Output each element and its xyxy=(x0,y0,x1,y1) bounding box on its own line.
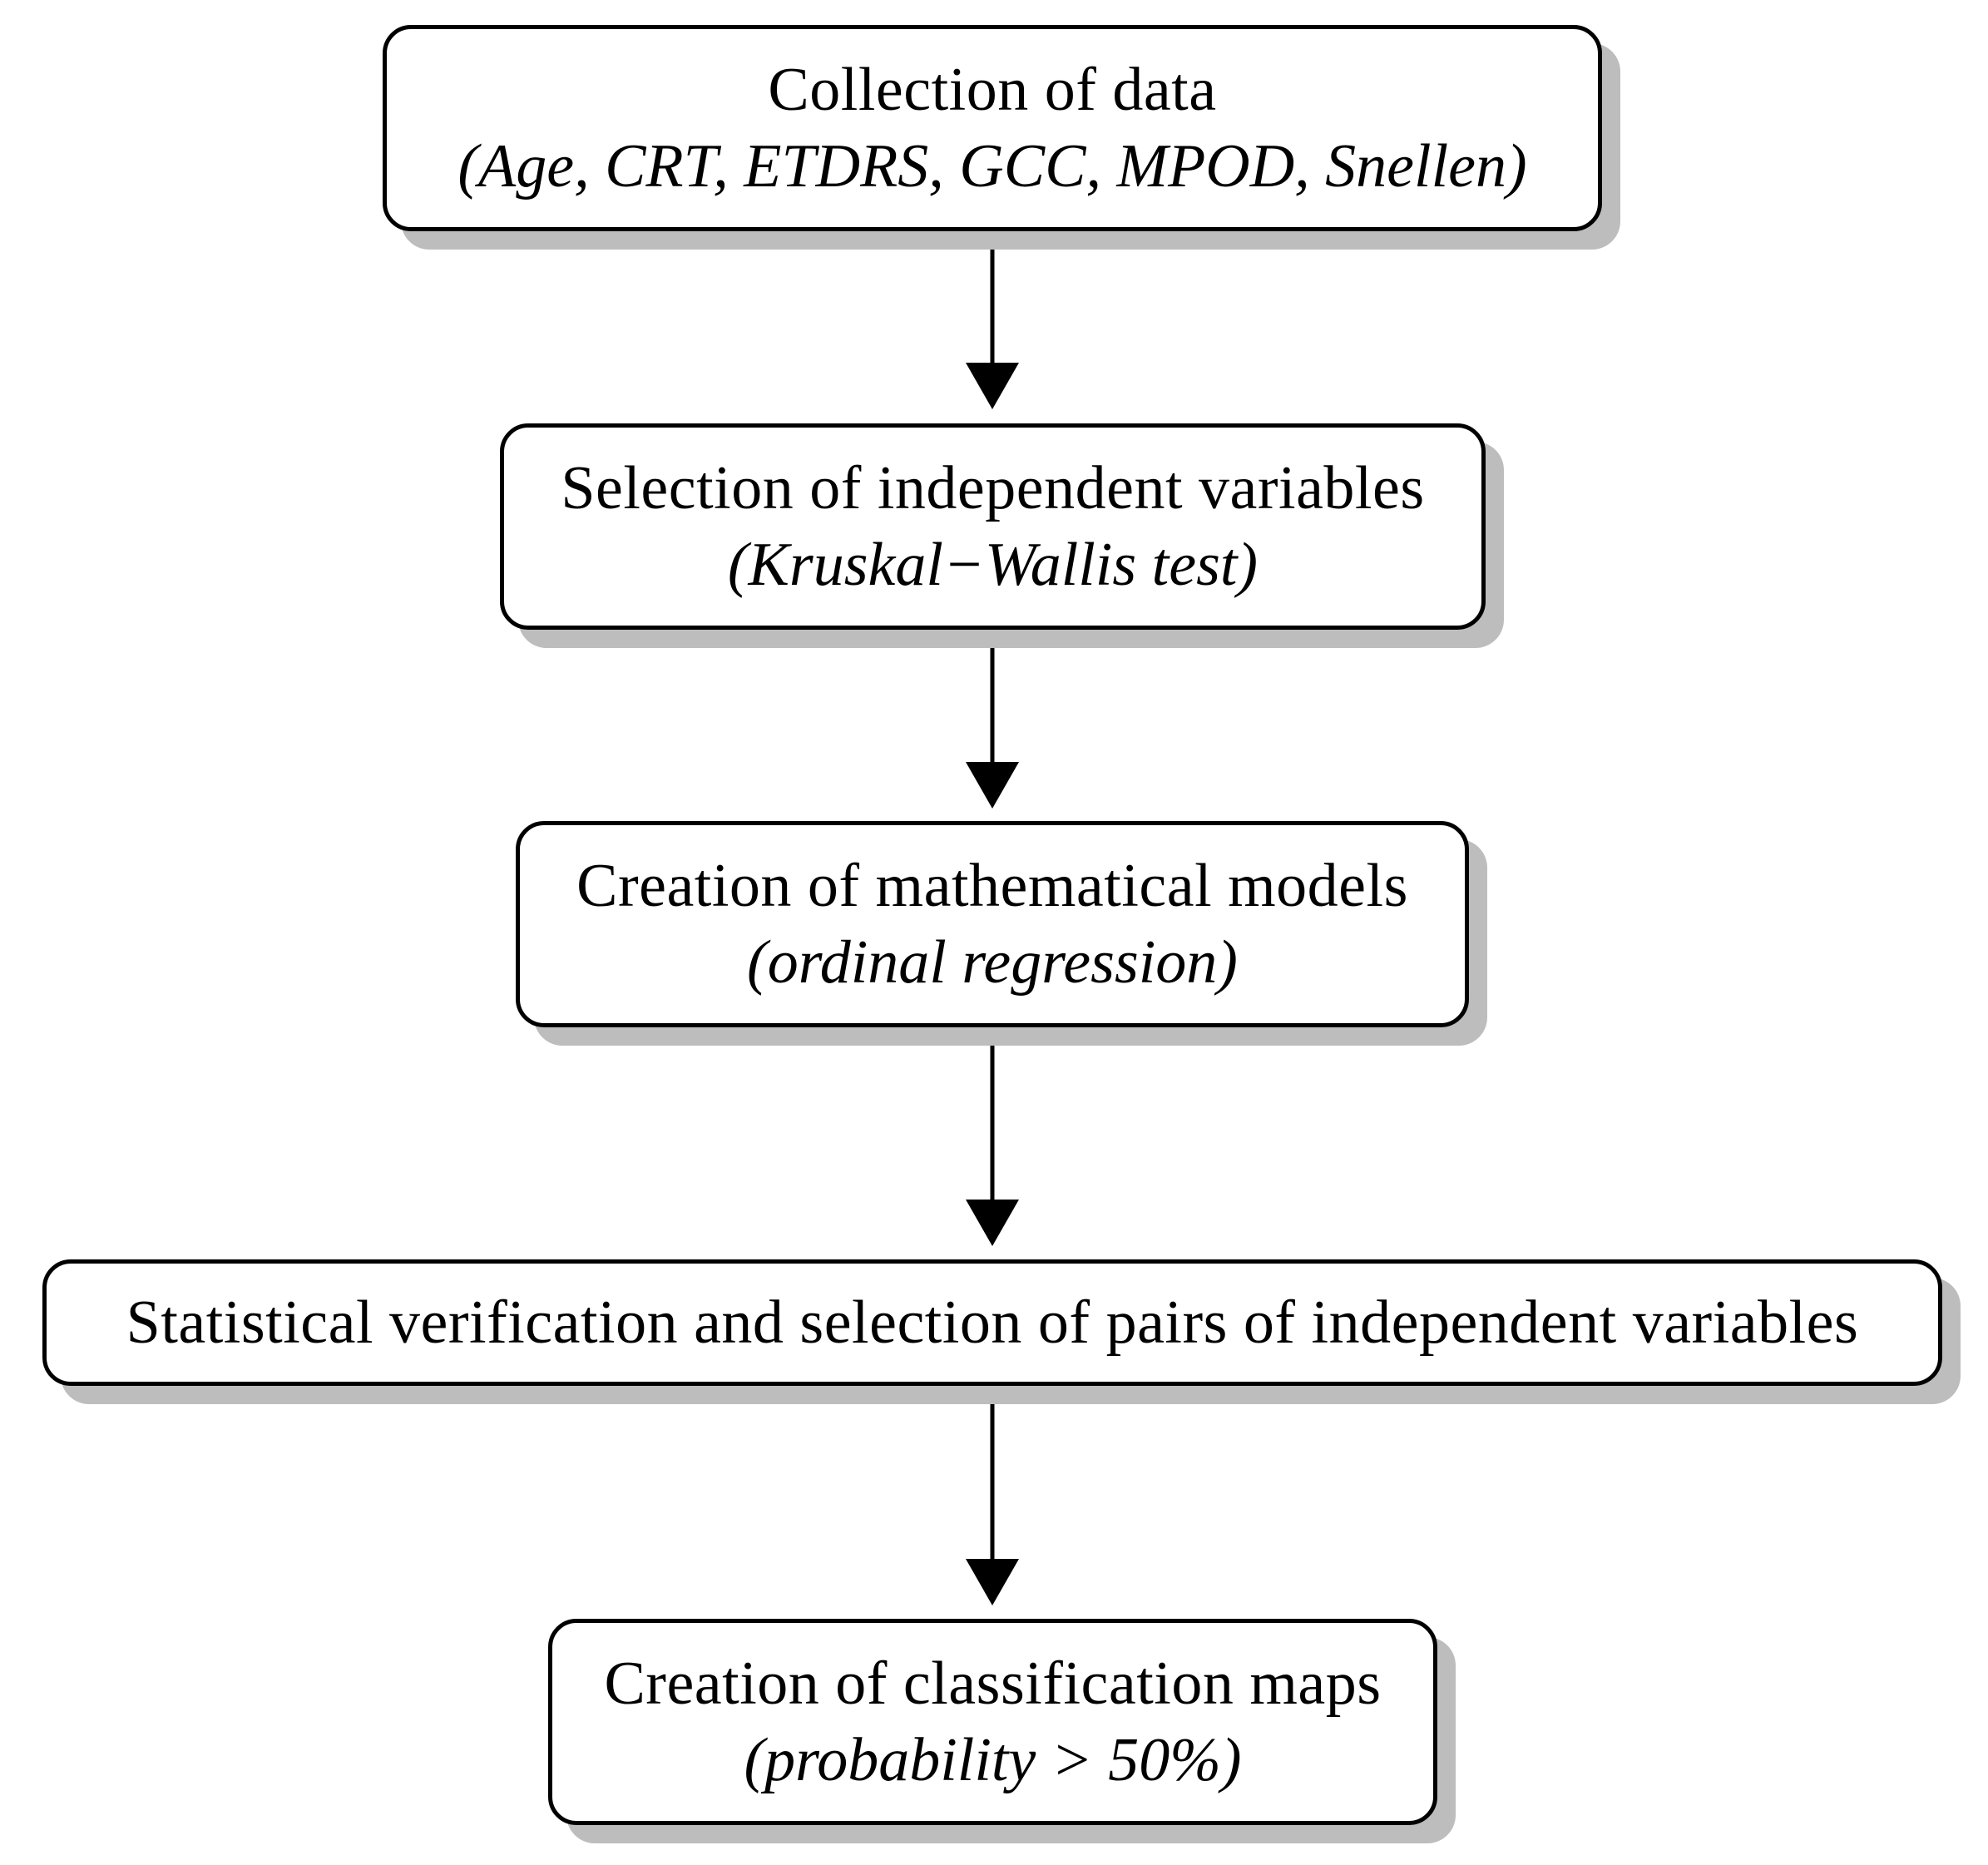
step-title: Collection of data xyxy=(768,56,1217,124)
step-collection-of-data: Collection of data (Age, CRT, ETDRS, GCC… xyxy=(383,25,1602,231)
step-classification-maps: Creation of classification maps (probabi… xyxy=(548,1619,1437,1825)
step-detail: (ordinal regression) xyxy=(747,928,1238,997)
step-statistical-verification: Statistical verification and selection o… xyxy=(42,1259,1942,1386)
arrow-2 xyxy=(966,642,1019,809)
step-detail: (probability > 50%) xyxy=(744,1726,1242,1794)
step-title: Selection of independent variables xyxy=(561,454,1425,522)
step-title: Statistical verification and selection o… xyxy=(126,1289,1859,1357)
step-title: Creation of mathematical models xyxy=(576,852,1408,920)
arrow-4 xyxy=(966,1399,1019,1605)
step-detail: (Kruskal−Wallis test) xyxy=(727,531,1259,599)
step-title: Creation of classification maps xyxy=(604,1650,1382,1718)
arrow-1 xyxy=(966,243,1019,409)
step-mathematical-models: Creation of mathematical models (ordinal… xyxy=(516,821,1469,1027)
step-selection-of-variables: Selection of independent variables (Krus… xyxy=(500,423,1486,630)
arrow-3 xyxy=(966,1040,1019,1246)
step-detail: (Age, CRT, ETDRS, GCC, MPOD, Snellen) xyxy=(457,132,1527,200)
